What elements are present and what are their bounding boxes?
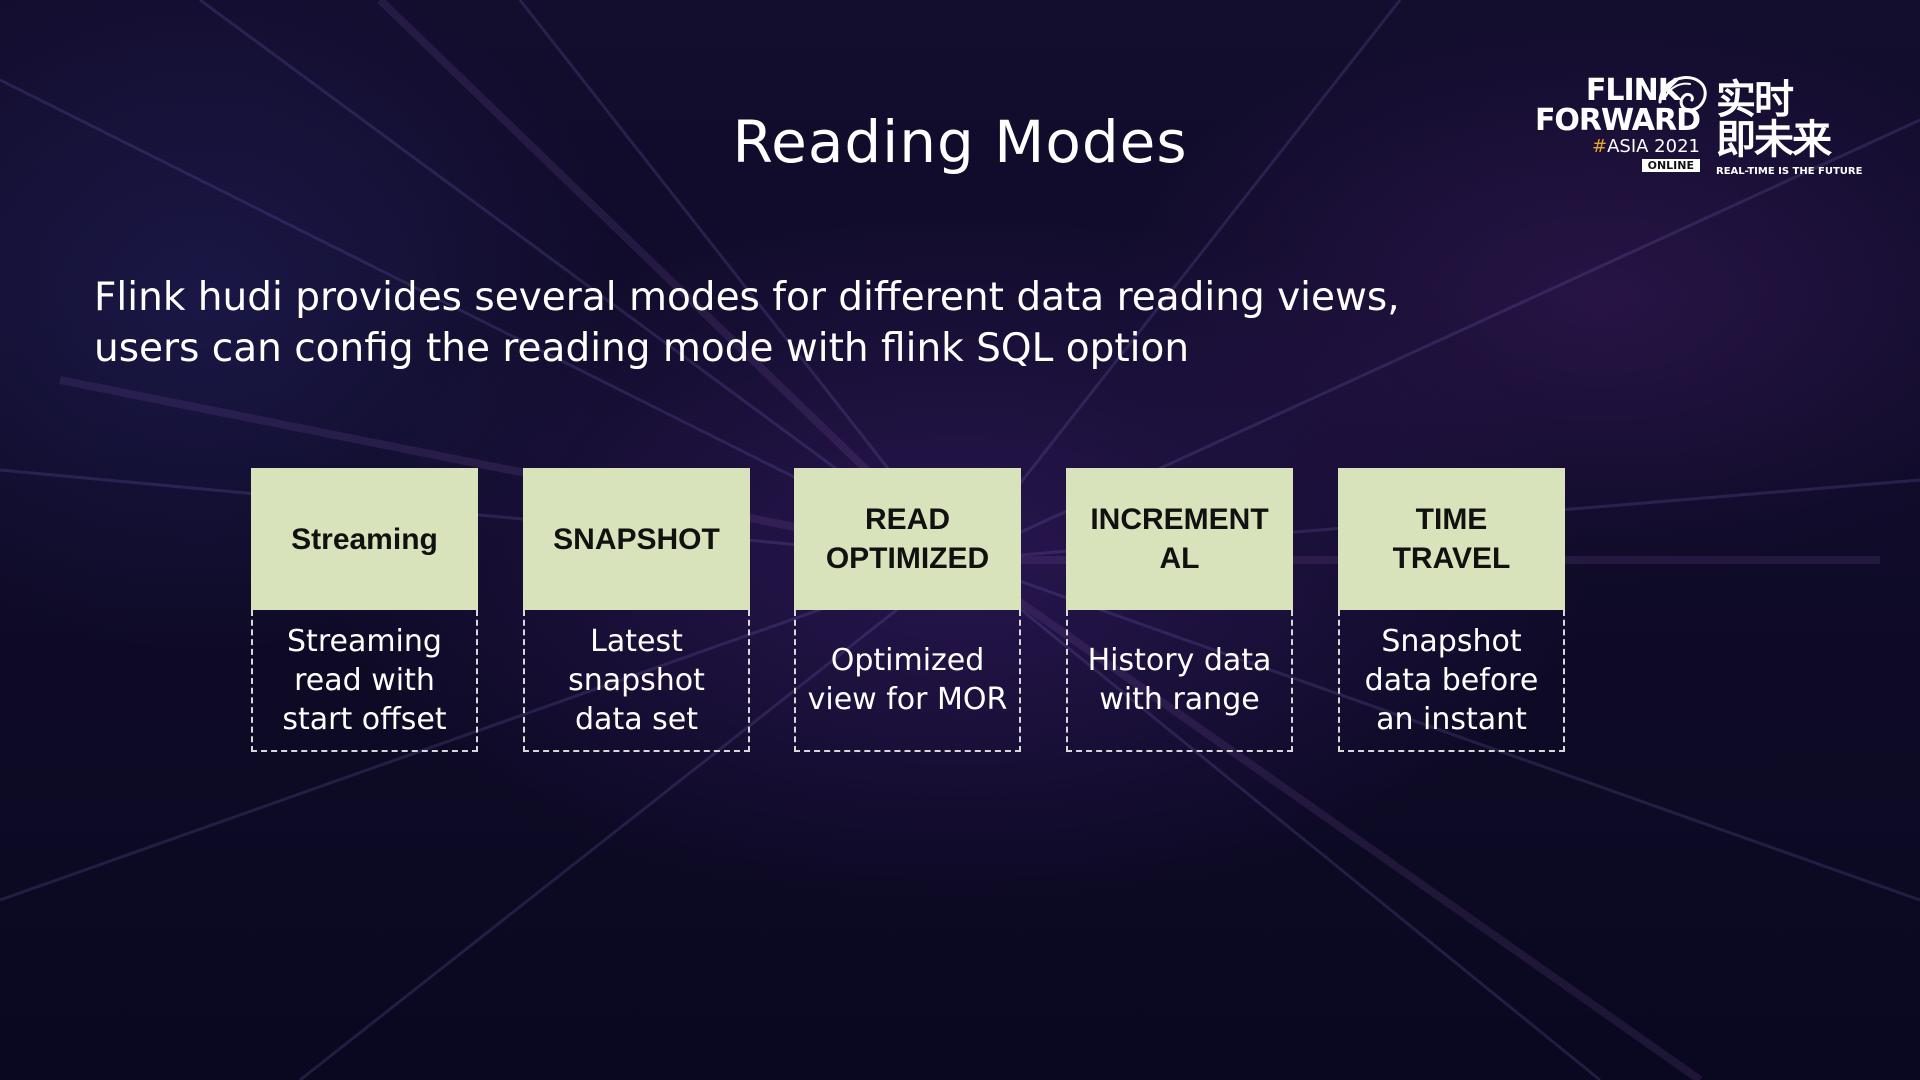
mode-header: Streaming: [251, 468, 478, 610]
logo-cn-line2: 即未来: [1716, 117, 1832, 163]
mode-header: INCREMENT AL: [1066, 468, 1293, 610]
intro-line-2: users can config the reading mode with f…: [94, 326, 1190, 371]
mode-description: History data with range: [1066, 610, 1293, 752]
squirrel-logo-icon: [1658, 76, 1707, 112]
logo-online-badge: ONLINE: [1641, 159, 1700, 172]
logo-event-text: #ASIA 2021: [1520, 138, 1700, 156]
mode-description: Optimized view for MOR: [794, 610, 1021, 752]
mode-header: READ OPTIMIZED: [794, 468, 1021, 610]
mode-card-incremental: INCREMENT AL History data with range: [1066, 468, 1293, 754]
mode-card-time-travel: TIME TRAVEL Snapshot data before an inst…: [1338, 468, 1565, 754]
mode-card-streaming: Streaming Streaming read with start offs…: [251, 468, 478, 754]
logo-chinese-slogan: 实时 即未来 REAL-TIME IS THE FUTURE: [1716, 77, 1863, 177]
logo-wordmark: FLINK FORWARD #ASIA 2021 ONLINE: [1520, 73, 1701, 172]
intro-line-1: Flink hudi provides several modes for di…: [94, 275, 1400, 320]
logo-event-name: ASIA 2021: [1607, 136, 1700, 157]
logo-tagline: REAL-TIME IS THE FUTURE: [1716, 166, 1863, 177]
page-title: Reading Modes: [732, 108, 1188, 176]
mode-description: Snapshot data before an instant: [1338, 610, 1565, 752]
mode-card-read-optimized: READ OPTIMIZED Optimized view for MOR: [794, 468, 1021, 754]
reading-modes-row: Streaming Streaming read with start offs…: [251, 468, 1571, 758]
flink-forward-logo: FLINK FORWARD #ASIA 2021 ONLINE 实时 即未来 R…: [1520, 66, 1863, 186]
mode-description: Streaming read with start offset: [251, 610, 478, 752]
mode-header: SNAPSHOT: [523, 468, 750, 610]
mode-header: TIME TRAVEL: [1338, 468, 1565, 610]
intro-text: Flink hudi provides several modes for di…: [94, 272, 1794, 374]
logo-forward-text: FORWARD: [1534, 103, 1701, 138]
logo-flink-text: FLINK: [1585, 73, 1681, 108]
mode-description: Latest snapshot data set: [523, 610, 750, 752]
logo-cn-line1: 实时: [1716, 77, 1794, 123]
mode-card-snapshot: SNAPSHOT Latest snapshot data set: [523, 468, 750, 754]
logo-hash: #: [1592, 136, 1608, 157]
